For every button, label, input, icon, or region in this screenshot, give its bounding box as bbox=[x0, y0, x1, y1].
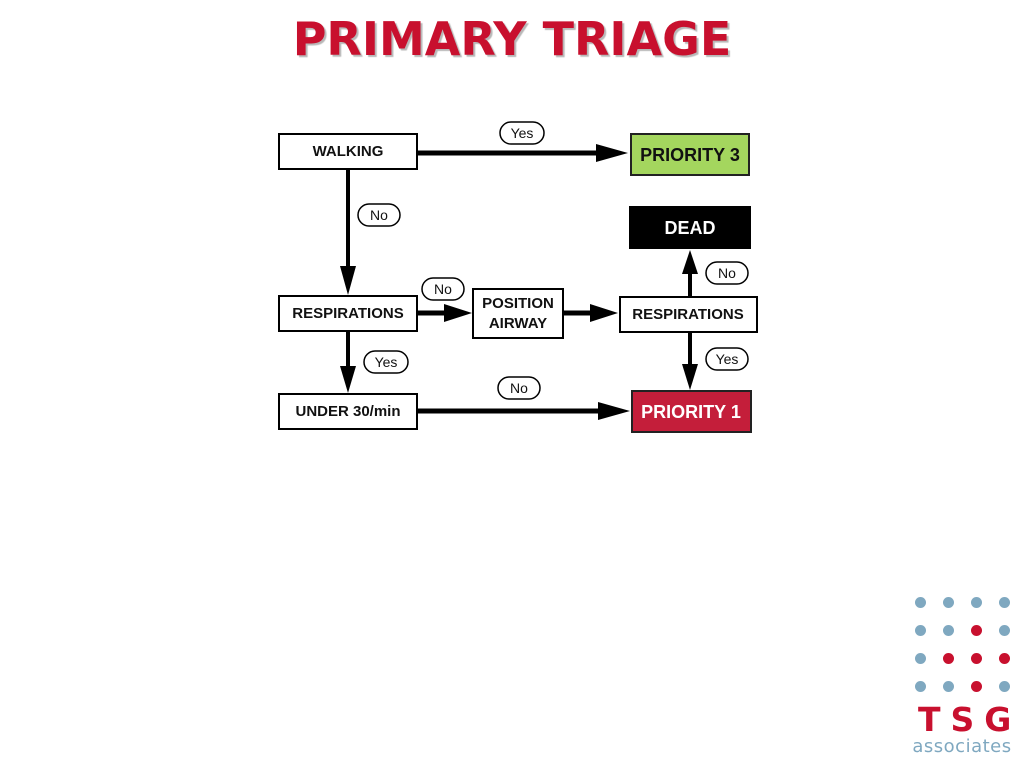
svg-text:RESPIRATIONS: RESPIRATIONS bbox=[632, 306, 743, 323]
edge-respirations-right-to-priority1 bbox=[682, 333, 698, 390]
edge-label-no-bottom: No bbox=[497, 376, 541, 400]
arrow-down-icon bbox=[340, 366, 356, 393]
logo-dot bbox=[915, 597, 926, 608]
arrow-down-icon bbox=[340, 266, 356, 295]
svg-text:WALKING: WALKING bbox=[313, 143, 384, 160]
logo-dot bbox=[971, 681, 982, 692]
svg-text:AIRWAY: AIRWAY bbox=[489, 315, 547, 332]
svg-text:No: No bbox=[434, 281, 452, 297]
logo-dot bbox=[943, 625, 954, 636]
arrow-down-icon bbox=[682, 364, 698, 390]
node-position-airway: POSITION AIRWAY bbox=[472, 288, 564, 339]
arrow-right-icon bbox=[598, 402, 630, 420]
logo-dot bbox=[999, 681, 1010, 692]
arrow-right-icon bbox=[596, 144, 628, 162]
node-dead: DEAD bbox=[629, 206, 751, 249]
logo-dot bbox=[943, 597, 954, 608]
edge-under30-to-priority1 bbox=[418, 402, 630, 420]
edge-position-to-respirations-right bbox=[564, 304, 618, 322]
logo-subtitle: associates bbox=[912, 736, 1012, 757]
logo-dot bbox=[915, 681, 926, 692]
edge-label-yes-under30: Yes bbox=[363, 350, 409, 374]
tsg-logo: TSG associates bbox=[912, 594, 1016, 760]
svg-text:POSITION: POSITION bbox=[482, 295, 554, 312]
edge-respirations-to-position bbox=[418, 304, 472, 322]
svg-text:No: No bbox=[370, 207, 388, 223]
logo-dot bbox=[999, 625, 1010, 636]
logo-dot bbox=[915, 625, 926, 636]
edge-walking-to-priority3 bbox=[418, 144, 628, 162]
edge-label-no-walking: No bbox=[357, 203, 401, 227]
edge-label-yes-top: Yes bbox=[499, 121, 545, 145]
svg-text:DEAD: DEAD bbox=[664, 218, 715, 238]
logo-dot bbox=[943, 681, 954, 692]
node-respirations-right: RESPIRATIONS bbox=[619, 296, 758, 333]
node-respirations-left: RESPIRATIONS bbox=[278, 295, 418, 332]
node-under30: UNDER 30/min bbox=[278, 393, 418, 430]
logo-dot bbox=[915, 653, 926, 664]
arrow-right-icon bbox=[590, 304, 618, 322]
edge-respirations-right-to-dead bbox=[682, 250, 698, 296]
logo-dot bbox=[943, 653, 954, 664]
edge-walking-to-respirations bbox=[340, 170, 356, 295]
svg-text:Yes: Yes bbox=[716, 351, 739, 367]
edge-label-yes-priority1: Yes bbox=[705, 347, 749, 371]
node-priority3: PRIORITY 3 bbox=[630, 133, 750, 176]
svg-text:Yes: Yes bbox=[375, 354, 398, 370]
logo-dot bbox=[971, 597, 982, 608]
svg-text:No: No bbox=[510, 380, 528, 396]
svg-text:PRIORITY 1: PRIORITY 1 bbox=[641, 402, 741, 422]
arrow-right-icon bbox=[444, 304, 472, 322]
edge-label-no-respirations: No bbox=[421, 277, 465, 301]
svg-text:RESPIRATIONS: RESPIRATIONS bbox=[292, 305, 403, 322]
edge-label-no-dead: No bbox=[705, 261, 749, 285]
logo-letters: TSG bbox=[918, 700, 1022, 739]
logo-dot bbox=[999, 653, 1010, 664]
node-walking: WALKING bbox=[278, 133, 418, 170]
edge-respirations-to-under30 bbox=[340, 332, 356, 393]
node-priority1: PRIORITY 1 bbox=[631, 390, 752, 433]
svg-text:PRIORITY 3: PRIORITY 3 bbox=[640, 145, 740, 165]
arrow-up-icon bbox=[682, 250, 698, 274]
logo-dot bbox=[971, 625, 982, 636]
svg-text:UNDER 30/min: UNDER 30/min bbox=[295, 403, 400, 420]
svg-text:Yes: Yes bbox=[511, 125, 534, 141]
logo-dot bbox=[999, 597, 1010, 608]
svg-text:No: No bbox=[718, 265, 736, 281]
page-title: PRIMARY TRIAGE bbox=[292, 12, 732, 66]
logo-dot bbox=[971, 653, 982, 664]
